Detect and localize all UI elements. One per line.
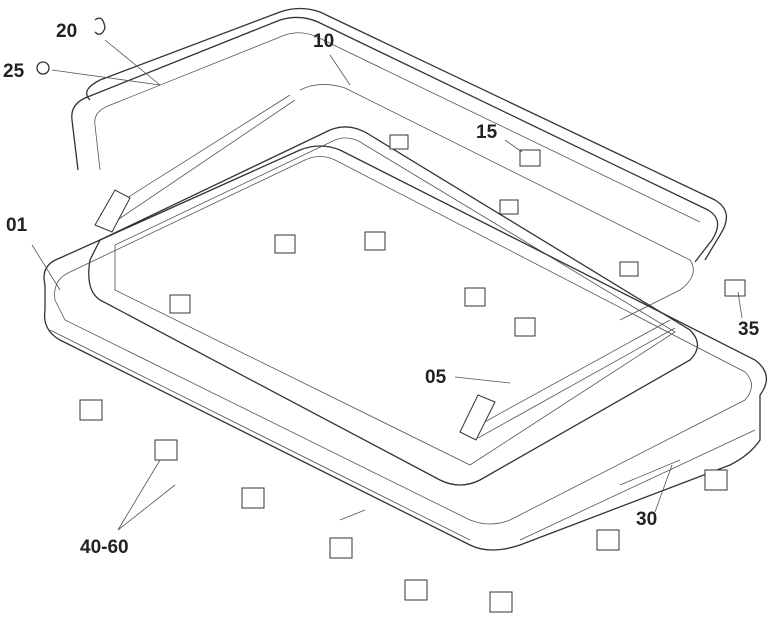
callout-25: 25 bbox=[3, 61, 25, 82]
hinges-15-35 bbox=[94, 134, 746, 441]
top-frame-10 bbox=[71, 7, 727, 321]
callout-01: 01 bbox=[6, 215, 28, 236]
mounting-brackets-40-60 bbox=[79, 231, 728, 613]
callout-15: 15 bbox=[476, 122, 498, 143]
callout-30: 30 bbox=[636, 509, 658, 530]
part-20 bbox=[94, 17, 106, 35]
base-frame-01 bbox=[43, 145, 767, 551]
leader-lines bbox=[31, 39, 743, 531]
part-25 bbox=[36, 61, 50, 75]
callout-10: 10 bbox=[313, 31, 335, 52]
callout-20: 20 bbox=[56, 21, 78, 42]
callout-40-60: 40-60 bbox=[80, 537, 129, 558]
callout-35: 35 bbox=[738, 319, 760, 340]
callout-05: 05 bbox=[425, 367, 447, 388]
inner-frame-05 bbox=[88, 94, 699, 486]
